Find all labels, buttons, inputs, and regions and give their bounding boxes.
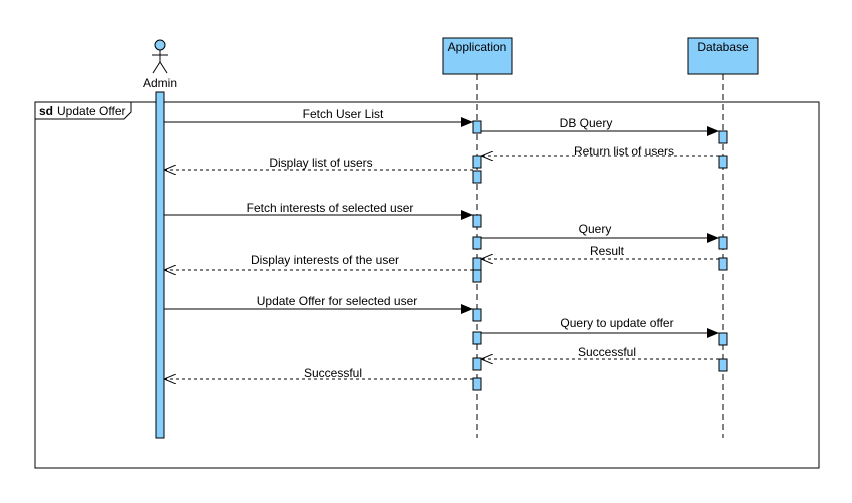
interaction-frame: sd Update Offer bbox=[34, 101, 820, 469]
message-result: Result bbox=[481, 244, 719, 259]
message-update-offer: Update Offer for selected user bbox=[164, 294, 473, 314]
message-successful-db: Successful bbox=[481, 345, 719, 359]
frame-tab bbox=[34, 101, 132, 120]
database-activation bbox=[718, 358, 728, 372]
application-activation bbox=[472, 170, 482, 184]
application-activation bbox=[472, 377, 482, 391]
application-activation bbox=[472, 269, 482, 283]
application-label: Application bbox=[448, 40, 507, 54]
message-label: Result bbox=[590, 244, 625, 258]
admin-actor: Admin bbox=[143, 39, 177, 439]
message-label: Display interests of the user bbox=[251, 253, 399, 267]
admin-label: Admin bbox=[143, 76, 177, 90]
frame-name: Update Offer bbox=[57, 104, 125, 118]
frame-border bbox=[34, 101, 820, 469]
actor-leg-left bbox=[152, 61, 161, 74]
message-label: Successful bbox=[304, 366, 362, 380]
message-label: Successful bbox=[578, 345, 636, 359]
database-activation bbox=[718, 130, 728, 144]
message-display-list-of-users: Display list of users bbox=[164, 156, 473, 170]
actor-head-icon bbox=[154, 39, 166, 51]
message-label: Fetch User List bbox=[303, 107, 384, 121]
frame-keyword: sd bbox=[39, 104, 53, 118]
database-label: Database bbox=[697, 40, 749, 54]
message-query-to-update-offer: Query to update offer bbox=[481, 316, 719, 338]
message-label: Update Offer for selected user bbox=[257, 294, 418, 308]
message-label: Fetch interests of selected user bbox=[247, 201, 414, 215]
message-return-list-of-users: Return list of users bbox=[481, 144, 719, 158]
application-participant: Application bbox=[442, 37, 513, 438]
application-box bbox=[442, 37, 513, 75]
message-fetch-user-list: Fetch User List bbox=[164, 107, 473, 127]
application-activation bbox=[472, 357, 482, 371]
database-participant: Database bbox=[687, 37, 759, 438]
message-label: Query bbox=[579, 222, 612, 236]
database-activation bbox=[718, 236, 728, 250]
actor-leg-right bbox=[159, 61, 168, 74]
message-query: Query bbox=[481, 222, 719, 243]
message-fetch-interests: Fetch interests of selected user bbox=[164, 201, 473, 220]
database-activation bbox=[718, 257, 728, 271]
application-activation bbox=[472, 331, 482, 345]
application-activation bbox=[472, 257, 482, 271]
database-activation bbox=[718, 155, 728, 169]
message-label: Query to update offer bbox=[560, 316, 673, 330]
message-successful-app: Successful bbox=[164, 366, 473, 380]
application-activation bbox=[472, 120, 482, 134]
frame-title: sd Update Offer bbox=[39, 104, 126, 118]
admin-activation-bar bbox=[155, 91, 165, 439]
messages: Fetch User List DB Query Return list of … bbox=[164, 107, 719, 380]
message-display-interests: Display interests of the user bbox=[164, 253, 473, 270]
database-box bbox=[687, 37, 759, 75]
message-db-query: DB Query bbox=[481, 116, 719, 136]
application-activation bbox=[472, 214, 482, 228]
database-activation bbox=[718, 332, 728, 346]
application-activation bbox=[472, 236, 482, 250]
message-label: Return list of users bbox=[574, 144, 674, 158]
application-activation bbox=[472, 155, 482, 169]
message-label: Display list of users bbox=[269, 156, 372, 170]
application-activation bbox=[472, 308, 482, 322]
message-label: DB Query bbox=[560, 116, 613, 130]
